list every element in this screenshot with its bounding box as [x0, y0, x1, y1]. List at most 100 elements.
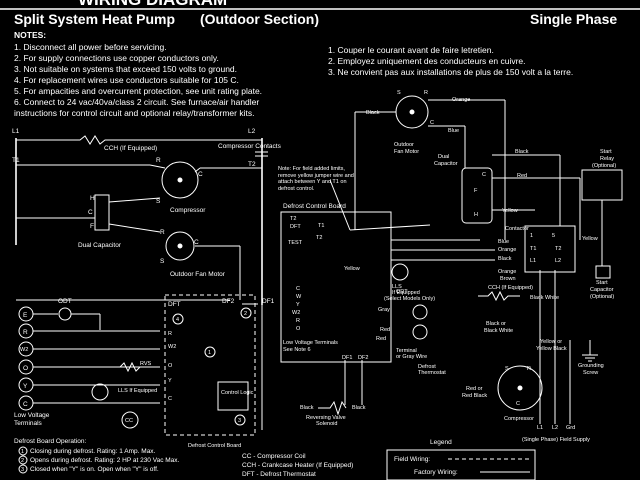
- l2-label: L2: [248, 128, 256, 135]
- diagram-section: (Outdoor Section): [200, 11, 319, 27]
- phase-label: Single Phase: [530, 11, 617, 27]
- odt-select-label: ODT: [396, 289, 408, 295]
- comp-s: S: [505, 366, 509, 372]
- board-pin-r: R: [296, 318, 300, 324]
- odt-select-sub: (Select Models Only): [384, 296, 435, 302]
- board-low-voltage-label: Low Voltage Terminals See Note 6: [283, 340, 338, 353]
- screw-label: Screw: [583, 370, 598, 376]
- compressor-label: Compressor: [504, 416, 534, 422]
- start-cap-label-2: Capacitor: [590, 287, 614, 293]
- terminal-e: E: [23, 312, 28, 319]
- rvs-label: Reversing Valve: [306, 415, 346, 421]
- contactor-label: Contactor: [505, 226, 529, 232]
- start-relay-optional: (Optional): [592, 163, 616, 169]
- board-y: Y: [168, 378, 172, 384]
- t1-label: T1: [12, 157, 20, 164]
- fan-c: C: [430, 120, 434, 126]
- lls-center-label: LLS: [392, 284, 402, 290]
- comp-cch-label: CCH (If Equipped): [488, 285, 533, 291]
- contactor-l1: L1: [530, 258, 536, 264]
- notes-en: 1. Disconnect all power before servicing…: [14, 42, 262, 118]
- defrost-board-title: Defrost Control Board: [283, 203, 346, 210]
- board-pins: C W Y W2 R O: [292, 286, 302, 332]
- defrost-op-item: Closing during defrost. Rating: 1 Amp. M…: [30, 448, 156, 455]
- comp-r: R: [527, 366, 531, 372]
- note-fr: 2. Employez uniquement des conducteurs e…: [328, 56, 526, 66]
- note-en: 6. Connect to 24 vac/40va/class 2 circui…: [14, 97, 259, 107]
- cap-c: C: [482, 172, 486, 178]
- marker-4: 4: [176, 317, 179, 323]
- board-pin-c: C: [296, 286, 300, 292]
- defrost-op-num: 2: [21, 458, 24, 464]
- defrost-op-item: Closed when "Y" is on. Open when "Y" is …: [30, 466, 159, 473]
- note-en: instructions for control circuit and opt…: [14, 108, 254, 118]
- contactor-5: 5: [552, 233, 555, 239]
- board-pin-w: W: [296, 294, 302, 300]
- wire-black-top: Black: [515, 149, 529, 155]
- marker-2: 2: [244, 311, 247, 317]
- ladder-odt-label: ODT: [58, 298, 72, 305]
- ladder-cch-label: CCH (If Equipped): [104, 145, 157, 152]
- control-logic-label: Control Logic: [221, 390, 254, 396]
- defrost-operation: Defrost Board Operation: 1 Closing durin…: [14, 438, 180, 474]
- contactor-1: 1: [530, 233, 533, 239]
- ladder-low-voltage-label: Low Voltage: [14, 412, 50, 419]
- legend-field-label: Field Wiring:: [394, 456, 430, 463]
- yellow-or-label: Yellow or: [540, 339, 562, 345]
- board-df1: DF1: [342, 355, 352, 361]
- ladder-terminals-label: Terminals: [14, 420, 43, 427]
- terminal-c: C: [23, 401, 28, 408]
- top-title: WIRING DIAGRAM: [78, 0, 227, 9]
- notes-heading: NOTES:: [14, 30, 46, 40]
- compressor-icon: [497, 365, 543, 411]
- note-en: 5. For ampacities and overcurrent protec…: [14, 86, 262, 96]
- abbrev-cc: CC - Compressor Coil: [242, 453, 306, 460]
- defrost-op-item: Opens during defrost. Rating: 2 HP at 23…: [30, 457, 180, 464]
- ladder-dual-capacitor-label: Dual Capacitor: [78, 242, 122, 249]
- contactor-l2: L2: [555, 258, 561, 264]
- note-fr: 1. Couper le courant avant de faire letr…: [328, 45, 494, 55]
- fan-r: R: [424, 90, 428, 96]
- rvs-black-left: Black: [300, 405, 314, 411]
- fs-grd: Grd: [566, 425, 575, 431]
- compressor-s-label: S: [156, 198, 161, 205]
- low-voltage-terminals: E R W2 O Y C: [18, 306, 34, 411]
- terminal-w2: W2: [20, 347, 28, 353]
- yellow-black-label: Yellow Black: [536, 346, 567, 352]
- wire-red: Red: [517, 173, 527, 179]
- board-t1: T1: [318, 223, 324, 229]
- board-pin-y: Y: [296, 302, 300, 308]
- contactor-t1: T1: [530, 246, 536, 252]
- fan-s-label: S: [160, 258, 165, 265]
- rvs-solenoid-label: Solenoid: [316, 421, 337, 427]
- dft-red: Red: [376, 336, 386, 342]
- field-supply-label: (Single Phase) Field Supply: [522, 437, 590, 443]
- board-pin-w2: W2: [292, 310, 300, 316]
- wire-orange-3: Orange: [498, 269, 516, 275]
- ladder-lls-label: LLS If Equipped: [118, 388, 157, 394]
- start-relay-icon: [581, 169, 623, 201]
- ladder-fan-motor-icon: [165, 231, 195, 261]
- t2-label: T2: [248, 161, 256, 168]
- fan-c-label: C: [194, 239, 199, 246]
- start-relay-label: Start: [600, 149, 612, 155]
- control-logic-box: [217, 381, 249, 411]
- rvs-black-right: Black: [352, 405, 366, 411]
- board-r: R: [168, 331, 172, 337]
- start-relay-label-2: Relay: [600, 156, 614, 162]
- component-layout: S R C Outdoor Fan Motor Orange Black Blu…: [354, 90, 623, 443]
- board-test: TEST: [288, 240, 303, 246]
- l1-label: L1: [12, 128, 20, 135]
- note-en: 1. Disconnect all power before servicing…: [14, 42, 167, 52]
- fs-l1: L1: [537, 425, 543, 431]
- wire-brown: Brown: [500, 276, 516, 282]
- wire-yellow: Yellow: [502, 208, 518, 214]
- start-cap-label: Start: [596, 280, 608, 286]
- compressor-contacts-label: Compressor Contacts: [218, 143, 282, 150]
- ladder-defrost-control-board-label: Defrost Control Board: [188, 443, 241, 449]
- wire-black-2: Black: [498, 256, 512, 262]
- abbrev-cch: CCH - Crankcase Heater (If Equipped): [242, 462, 353, 469]
- ladder-compressor-label: Compressor: [170, 207, 206, 214]
- marker-1: 1: [208, 350, 211, 356]
